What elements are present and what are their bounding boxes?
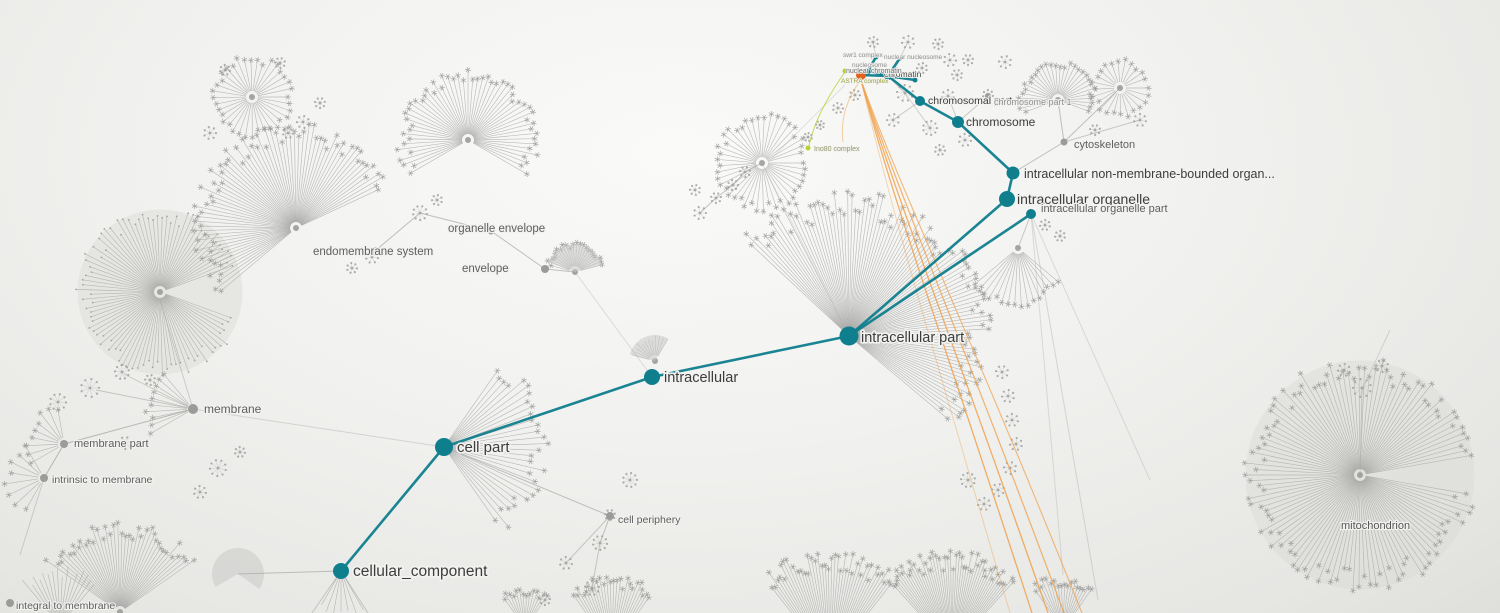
graph-node[interactable] — [644, 369, 660, 385]
graph-node[interactable] — [188, 404, 198, 414]
graph-label-non-membrane-bounded-organelle[interactable]: intracellular non-membrane-bounded organ… — [1023, 166, 1277, 183]
graph-label-intracellular-organelle[interactable]: intracellular organelle — [1015, 189, 1151, 208]
pompom-cluster-layer — [49, 34, 1389, 607]
graph-node[interactable] — [842, 68, 848, 74]
graph-label-intrinsic-to-membrane[interactable]: intrinsic to membrane — [51, 473, 154, 487]
graph-node[interactable] — [865, 68, 871, 74]
graph-label-cellular-component[interactable]: cellular_component — [351, 561, 490, 581]
graph-label-membrane-part[interactable]: membrane part — [73, 437, 150, 451]
cluster-fan-layer — [1, 55, 1476, 613]
graph-node[interactable] — [897, 55, 903, 61]
graph-node[interactable] — [805, 145, 811, 151]
graph-node[interactable] — [1060, 138, 1068, 146]
graph-label-chromosome[interactable]: chromosome — [965, 114, 1037, 131]
graph-node[interactable] — [60, 440, 68, 448]
graph-label-cytoskeleton[interactable]: cytoskeleton — [1073, 138, 1137, 152]
graph-label-chromosome-part[interactable]: chromosome part 1 — [993, 96, 1073, 108]
graph-label-mitochondrion[interactable]: mitochondrion — [1340, 519, 1412, 533]
graph-node[interactable] — [873, 54, 879, 60]
graph-label-nuclear-chromatin[interactable]: nuclear chromatin — [845, 67, 902, 76]
graph-label-ino80-complex[interactable]: Ino80 complex — [813, 145, 861, 154]
graph-node[interactable] — [541, 265, 549, 273]
graph-node[interactable] — [839, 326, 859, 346]
pie-wedge-layer — [212, 244, 668, 589]
graph-label-intracellular[interactable]: intracellular — [662, 368, 740, 387]
graph-label-intracellular-organelle-part[interactable]: intracellular organelle part — [1040, 202, 1169, 216]
graph-label-swr1-complex[interactable]: swr1 complex — [842, 51, 884, 60]
graph-label-astra-complex[interactable]: ASTRA complex — [840, 77, 890, 86]
label-layer[interactable]: cellular_component cell part intracellular… — [15, 51, 1412, 613]
graph-label-chromosomal-part[interactable]: chromosomal part — [927, 94, 1013, 108]
graph-label-chromatin[interactable]: chromatin — [883, 68, 922, 80]
graph-node[interactable] — [1026, 209, 1036, 219]
graph-label-intracellular-part[interactable]: intracellular part — [859, 328, 965, 347]
graph-node[interactable] — [435, 438, 453, 456]
graph-label-endomembrane-system[interactable]: endomembrane system — [312, 245, 435, 260]
graph-node[interactable] — [999, 191, 1015, 207]
graph-node[interactable] — [952, 116, 964, 128]
graph-node[interactable] — [884, 72, 892, 80]
graph-label-cell-periphery[interactable]: cell periphery — [617, 513, 683, 527]
graph-label-cell-part[interactable]: cell part — [455, 437, 512, 457]
graph-node[interactable] — [333, 563, 349, 579]
graph-label-integral-to-membrane[interactable]: integral to membrane — [15, 599, 117, 613]
graph-label-nucleosome[interactable]: nucleosome — [851, 61, 888, 70]
graph-node[interactable] — [912, 77, 918, 83]
graph-node[interactable] — [40, 474, 48, 482]
node-layer[interactable] — [6, 54, 1068, 608]
gray-edge-layer — [19, 41, 1391, 613]
graph-node[interactable] — [985, 93, 991, 99]
graph-label-organelle-envelope[interactable]: organelle envelope — [447, 222, 547, 237]
graph-node[interactable] — [371, 247, 379, 255]
graph-label-nuclear-nucleosome[interactable]: nuclear nucleosome — [883, 53, 943, 62]
graph-node[interactable] — [6, 599, 14, 607]
graph-node[interactable] — [606, 512, 614, 520]
graph-label-envelope[interactable]: envelope — [461, 262, 510, 277]
graph-node[interactable] — [915, 96, 925, 106]
graph-node[interactable] — [856, 70, 866, 80]
graph-node[interactable] — [487, 227, 495, 235]
graph-label-membrane[interactable]: membrane — [203, 401, 263, 418]
graph-node[interactable] — [1006, 166, 1020, 180]
